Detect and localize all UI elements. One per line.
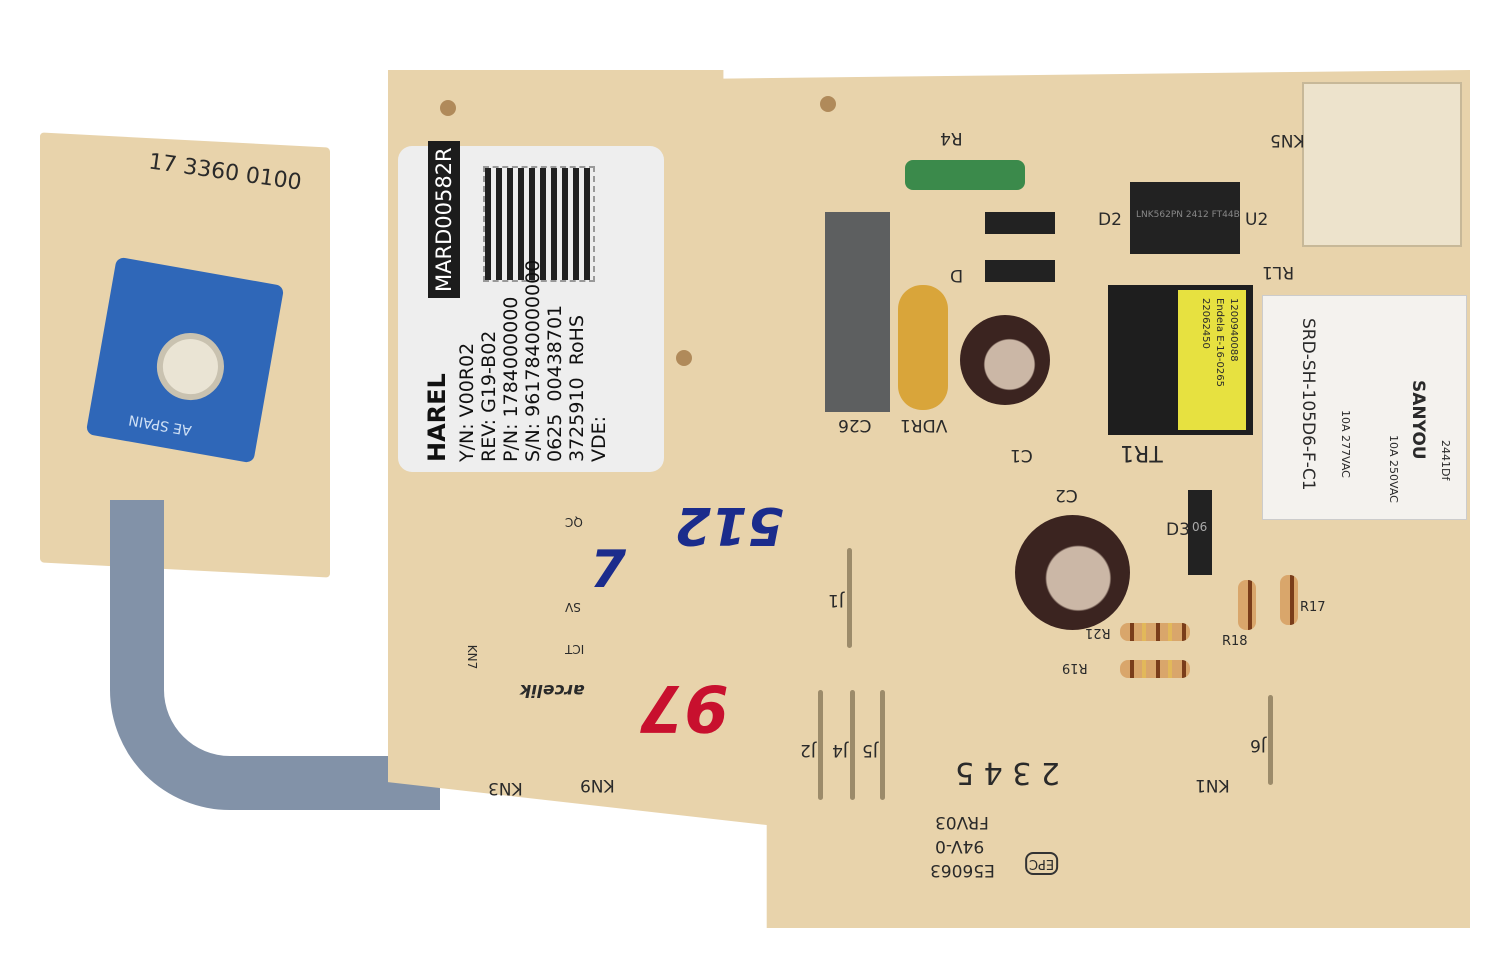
relay-rating: 10A 250VAC (1387, 435, 1400, 503)
silk-j4: J4 (832, 740, 848, 760)
diode-d1 (985, 260, 1055, 282)
label-brand: HAREL (423, 373, 451, 462)
silk-c26: C26 (838, 415, 872, 435)
silk-j6: J6 (1250, 735, 1266, 755)
silk-rl1: RL1 (1262, 262, 1295, 282)
capacitor-c2 (1015, 515, 1130, 630)
silk-c1: C1 (1010, 445, 1033, 465)
relay-rating: 10A 277VAC (1339, 410, 1352, 478)
mounting-hole (676, 350, 692, 366)
silk-d2: D2 (1098, 210, 1122, 230)
relay-rl1 (1262, 295, 1467, 520)
datamatrix-code (483, 166, 595, 282)
relay-brand: SANYOU (1408, 380, 1428, 460)
resistor-r4 (905, 160, 1025, 190)
jumper-j5 (880, 690, 885, 800)
silk-u2: U2 (1245, 210, 1269, 230)
potentiometer-marking: AE SPAIN (127, 411, 193, 439)
label-line: S/N: 9617840000000 (522, 259, 544, 462)
silk-date-code: 2 3 4 5 (955, 755, 1060, 790)
silk-r21: R21 (1085, 625, 1111, 640)
potentiometer-shaft[interactable] (151, 327, 230, 406)
label-part-code: MARD00582R (428, 141, 460, 298)
silk-d3: D3 (1166, 520, 1190, 540)
varistor-vdr1 (898, 285, 948, 410)
silk-kn9: KN9 (580, 775, 615, 795)
ic-u2-marking: LNK562PN 2412 FT44B (1136, 210, 1240, 220)
mounting-hole (820, 96, 836, 112)
handwritten-number: 97 (640, 670, 730, 744)
jumper-j6 (1268, 695, 1273, 785)
relay-model: SRD-SH-105D6-F-C1 (1298, 318, 1318, 491)
silk-kn5: KN5 (1270, 130, 1305, 150)
silk-tr1: TR1 (1120, 440, 1163, 465)
silk-e-code: E56063 (930, 860, 995, 880)
silk-flame-rating: 94V-0 (935, 836, 985, 856)
transformer-marking: 1200940088 Endela E-16-0265 22062450 (1200, 298, 1239, 387)
handwritten-number: 512 (675, 495, 784, 555)
silk-epc: EPC (1025, 852, 1059, 875)
transformer-label (1178, 290, 1246, 430)
silk-r19: R19 (1062, 660, 1088, 675)
label-line: 0625 00438701 (544, 304, 566, 462)
jumper-j2 (818, 690, 823, 800)
ic-u2 (1130, 182, 1240, 254)
resistor-r19 (1120, 660, 1190, 678)
silk-j5: J5 (862, 740, 878, 760)
diode-d3 (1188, 490, 1212, 575)
label-line: P/N: 1784000000 (500, 296, 522, 462)
silk-kn3: KN3 (488, 778, 523, 798)
resistor-r17 (1280, 575, 1298, 625)
jumper-j4 (850, 690, 855, 800)
resistor-r18 (1238, 580, 1256, 630)
silk-arcelik-logo: arcelik (520, 680, 585, 700)
capacitor-c1 (960, 315, 1050, 405)
jumper-j1 (847, 548, 852, 648)
transformer-tr1 (1108, 285, 1253, 435)
silk-j1: J1 (828, 590, 844, 610)
silk-r18: R18 (1222, 634, 1248, 649)
silk-sv: SV (565, 600, 581, 614)
silk-ict: ICT (565, 642, 585, 656)
handwritten-mark: 7 (590, 540, 627, 600)
silk-qc: QC (565, 515, 583, 529)
silk-r17: R17 (1300, 600, 1326, 615)
silk-kn7: KN7 (465, 644, 480, 670)
mounting-hole (440, 100, 456, 116)
relay-date: 2441Df (1439, 440, 1452, 481)
diode-d3-marking: 06 (1192, 520, 1208, 534)
connector-kn5 (1302, 82, 1462, 247)
label-line: Y/N: V00R02 (456, 342, 478, 462)
silk-vdr1: VDR1 (900, 415, 948, 435)
silk-d1: D (950, 265, 964, 285)
capacitor-c26 (825, 212, 890, 412)
silk-c2: C2 (1055, 485, 1078, 505)
silk-kn1: KN1 (1195, 775, 1230, 795)
diode-d2 (985, 212, 1055, 234)
silk-r4: R4 (940, 128, 963, 148)
label-line: VDE: (588, 415, 610, 462)
label-line: 3725910 RoHS (566, 314, 588, 462)
silk-j2: J2 (800, 740, 816, 760)
potentiometer[interactable]: AE SPAIN (85, 256, 285, 464)
label-line: REV: G19-B02 (478, 330, 500, 462)
silk-frv: FRV03 (935, 812, 989, 832)
resistor-r21 (1120, 623, 1190, 641)
